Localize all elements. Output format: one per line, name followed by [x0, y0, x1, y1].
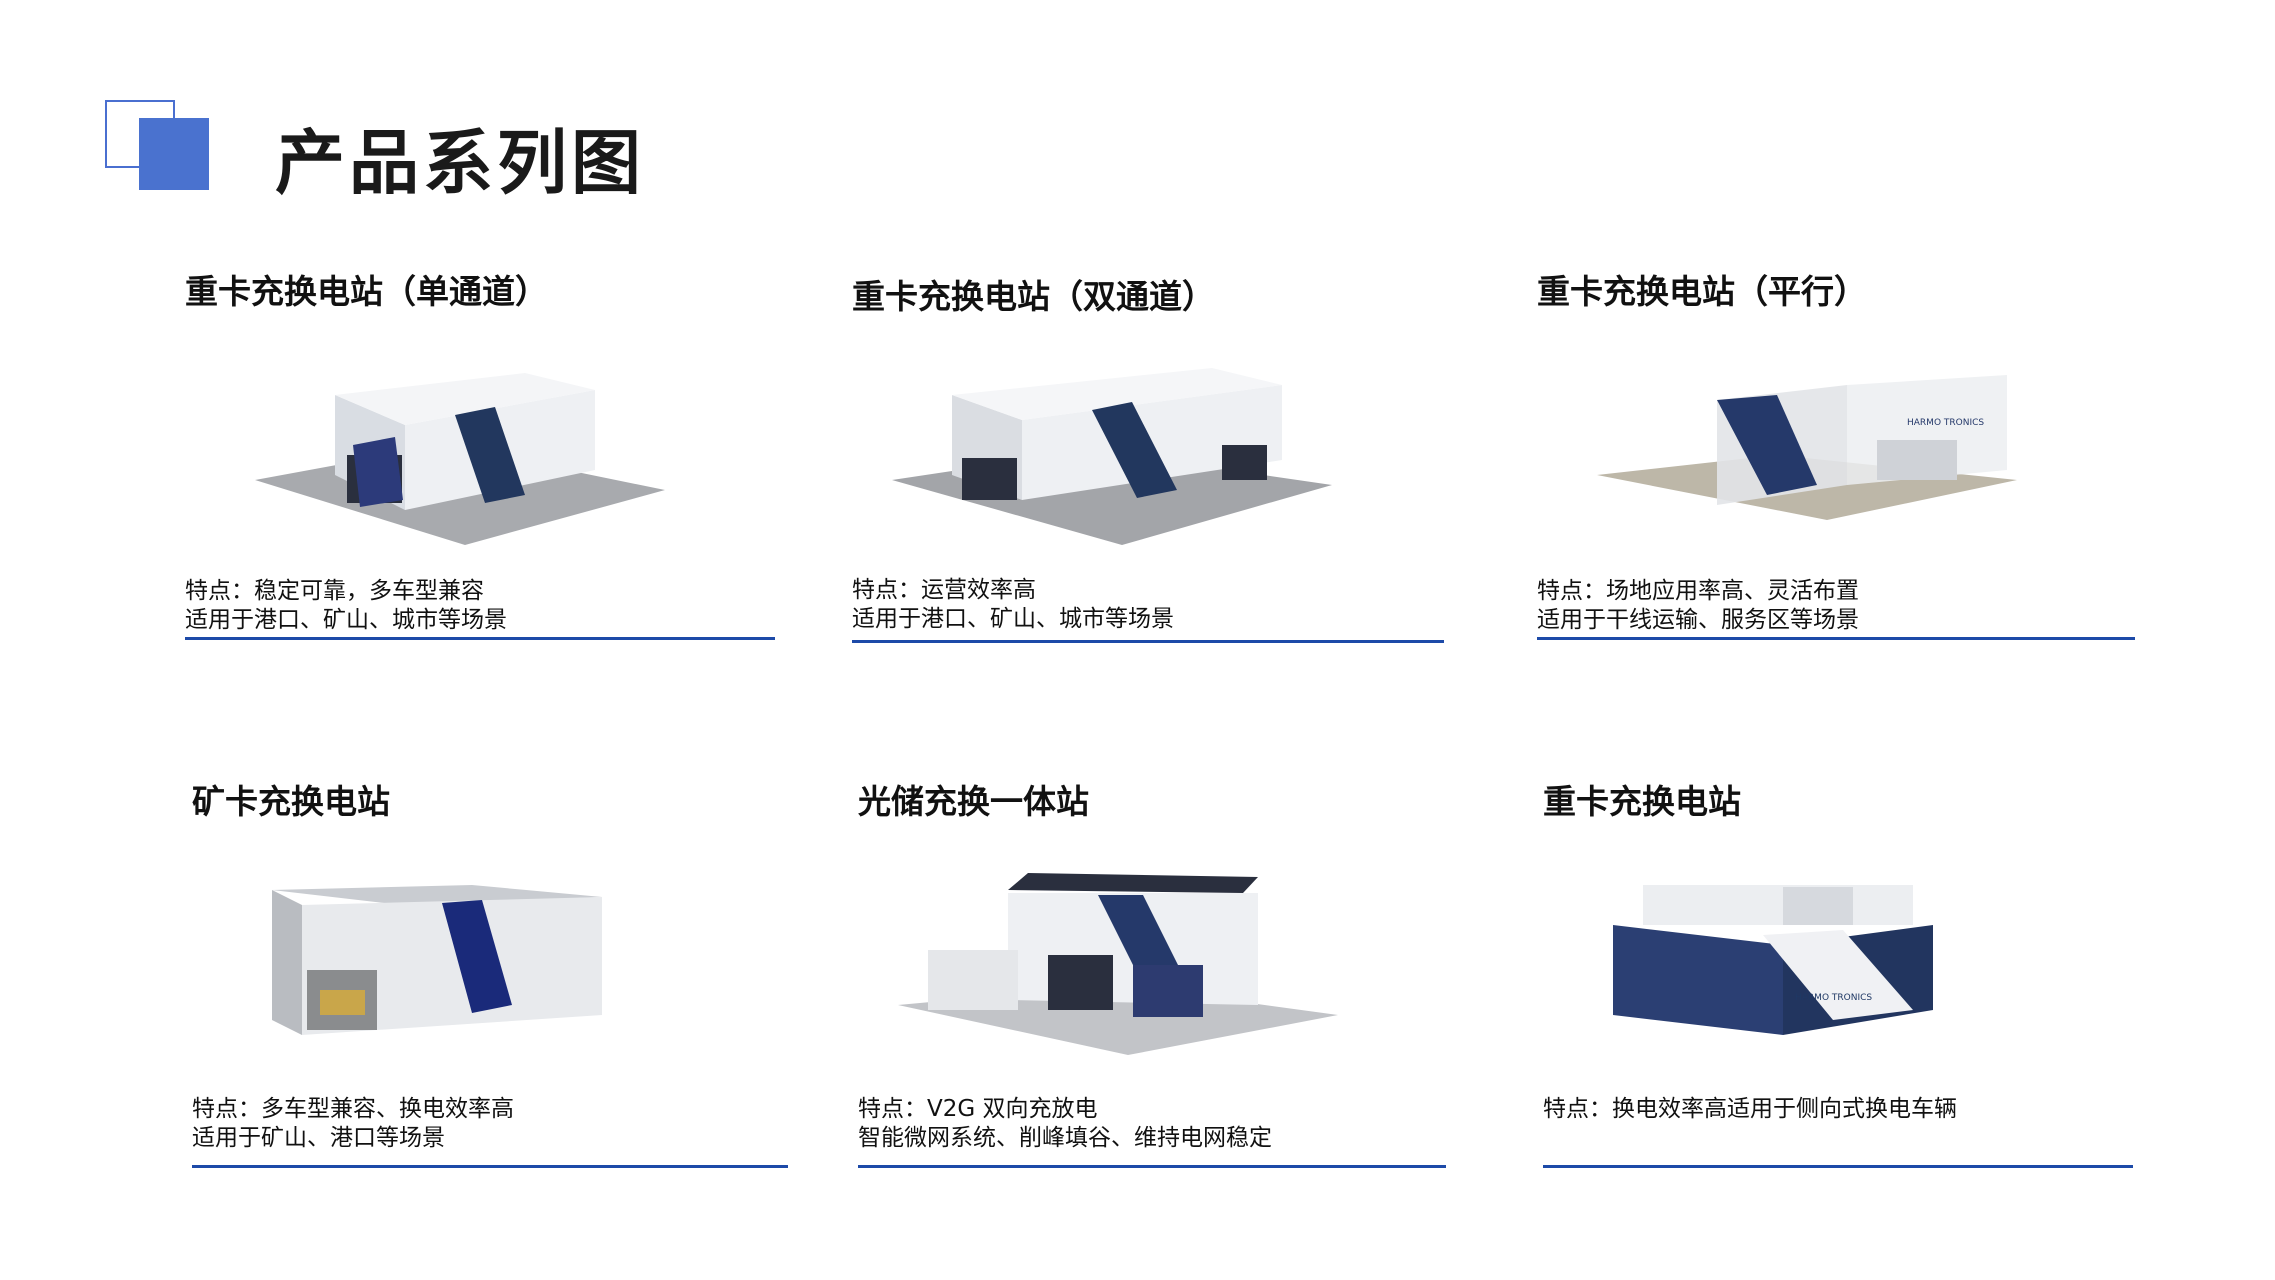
product-image-dual-lane: [892, 368, 1332, 545]
card-underline: [858, 1165, 1446, 1168]
page-title: 产品系列图: [275, 122, 645, 204]
card-underline: [1537, 637, 2135, 640]
product-image-side-swap: HARMO TRONICS: [1613, 885, 1933, 1035]
card-description: 特点：场地应用率高、灵活布置 适用于干线运输、服务区等场景: [1537, 577, 1859, 635]
card-title: 矿卡充换电站: [192, 782, 390, 821]
logo-text-small: HARMO TRONICS: [1795, 993, 1872, 1003]
desc-line-2: 适用于矿山、港口等场景: [192, 1125, 445, 1151]
desc-line-2: 适用于港口、矿山、城市等场景: [852, 606, 1174, 632]
card-title: 重卡充换电站（平行）: [1537, 272, 1867, 311]
product-image-single-lane: [255, 373, 665, 545]
card-description: 特点：V2G 双向充放电 智能微网系统、削峰填谷、维持电网稳定: [858, 1095, 1272, 1153]
product-image-mining: [272, 885, 602, 1035]
desc-line-1: 特点：运营效率高: [852, 577, 1036, 603]
logo-text-small: HARMO TRONICS: [1907, 418, 1984, 428]
desc-line-2: 适用于港口、矿山、城市等场景: [185, 607, 507, 633]
desc-line-1: 特点：稳定可靠，多车型兼容: [185, 578, 484, 604]
desc-line-2: 适用于干线运输、服务区等场景: [1537, 607, 1859, 633]
card-underline: [852, 640, 1444, 643]
section-logo-mark: [105, 100, 211, 192]
card-title: 光储充换一体站: [858, 782, 1089, 821]
logo-filled-square: [139, 118, 209, 190]
desc-line-1: 特点：换电效率高适用于侧向式换电车辆: [1543, 1096, 1957, 1122]
card-description: 特点：多车型兼容、换电效率高 适用于矿山、港口等场景: [192, 1095, 514, 1153]
card-title: 重卡充换电站: [1543, 782, 1741, 821]
card-underline: [192, 1165, 788, 1168]
product-image-parallel: HARMO TRONICS: [1597, 375, 2017, 520]
card-description: 特点：换电效率高适用于侧向式换电车辆: [1543, 1095, 1957, 1124]
card-underline: [185, 637, 775, 640]
card-underline: [1543, 1165, 2133, 1168]
desc-line-1: 特点：多车型兼容、换电效率高: [192, 1096, 514, 1122]
product-image-solar-storage: [898, 873, 1338, 1055]
card-description: 特点：运营效率高 适用于港口、矿山、城市等场景: [852, 576, 1174, 634]
card-description: 特点：稳定可靠，多车型兼容 适用于港口、矿山、城市等场景: [185, 577, 507, 635]
desc-line-1: 特点：V2G 双向充放电: [858, 1096, 1098, 1122]
card-title: 重卡充换电站（单通道）: [185, 272, 548, 311]
desc-line-2: 智能微网系统、削峰填谷、维持电网稳定: [858, 1125, 1272, 1151]
desc-line-1: 特点：场地应用率高、灵活布置: [1537, 578, 1859, 604]
card-title: 重卡充换电站（双通道）: [852, 277, 1215, 316]
